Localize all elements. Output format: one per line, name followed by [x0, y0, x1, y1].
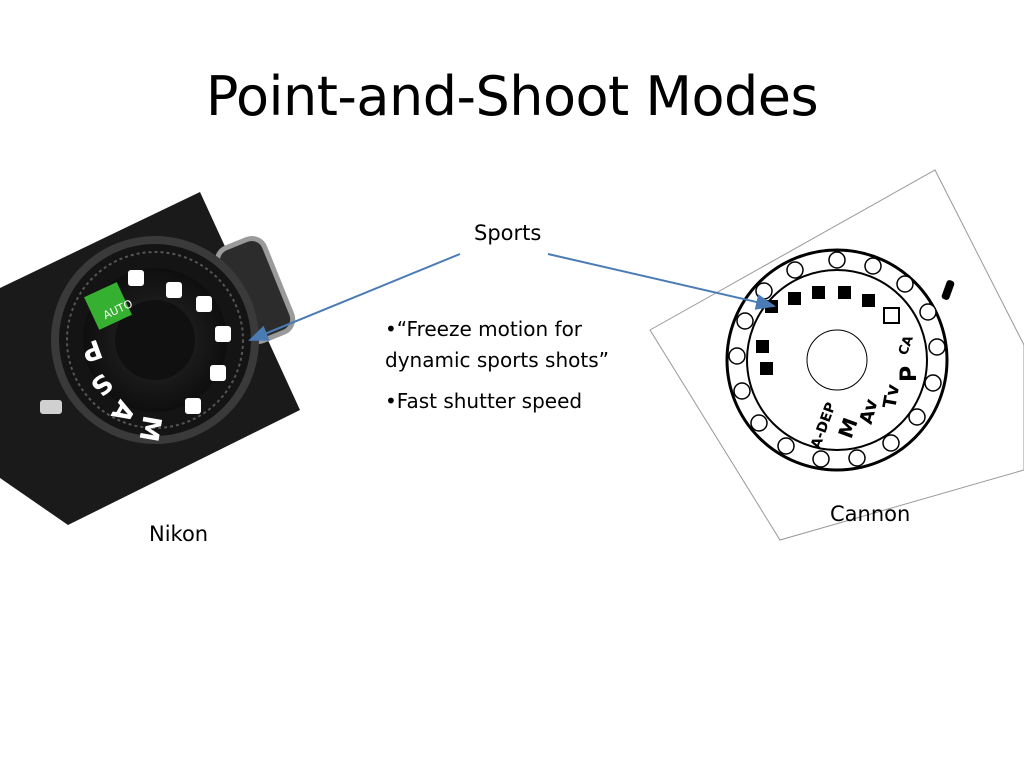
canon-ca-label: CA [896, 334, 917, 358]
nikon-macro-icon [185, 398, 201, 414]
canon-movie-icon [760, 362, 773, 375]
canon-sports-icon [765, 300, 778, 313]
canon-flash-off-icon [862, 294, 875, 307]
slide-title: Point-and-Shoot Modes [205, 65, 819, 128]
bullet-item: •Fast shutter speed [385, 389, 583, 413]
nikon-mode-m: M [133, 413, 167, 444]
bullet-list: •“Freeze motion for dynamic sports shots… [385, 314, 665, 427]
nikon-night-portrait-icon [210, 365, 226, 381]
canon-mode-tv: Tv [879, 382, 904, 410]
nikon-dial-image: AUTO P S A M [0, 192, 300, 525]
canon-caption: Cannon [830, 502, 911, 526]
sports-callout-label: Sports [474, 221, 542, 245]
nikon-landscape-icon [196, 296, 212, 312]
canon-mode-p: P [897, 366, 922, 382]
nikon-flash-off-icon [128, 270, 144, 286]
nikon-scene-icons [128, 270, 231, 414]
canon-landscape-icon [812, 286, 825, 299]
canon-full-auto-icon [883, 307, 900, 324]
canon-portrait-icon [838, 286, 851, 299]
bullet-item: •“Freeze motion for dynamic sports shots… [385, 317, 610, 372]
nikon-sports-icon [215, 326, 231, 342]
canon-dial-knurls [728, 251, 946, 468]
nikon-caption: Nikon [149, 522, 209, 546]
nikon-portrait-icon [166, 282, 182, 298]
canon-macro-icon [788, 292, 801, 305]
arrow-to-nikon-sports [248, 253, 461, 341]
nikon-auto-badge [84, 282, 132, 330]
canon-night-portrait-icon [756, 340, 769, 353]
arrow-to-canon-sports [547, 253, 776, 310]
canon-dial-image: CA P Tv Av M A-DEP [649, 169, 1024, 541]
